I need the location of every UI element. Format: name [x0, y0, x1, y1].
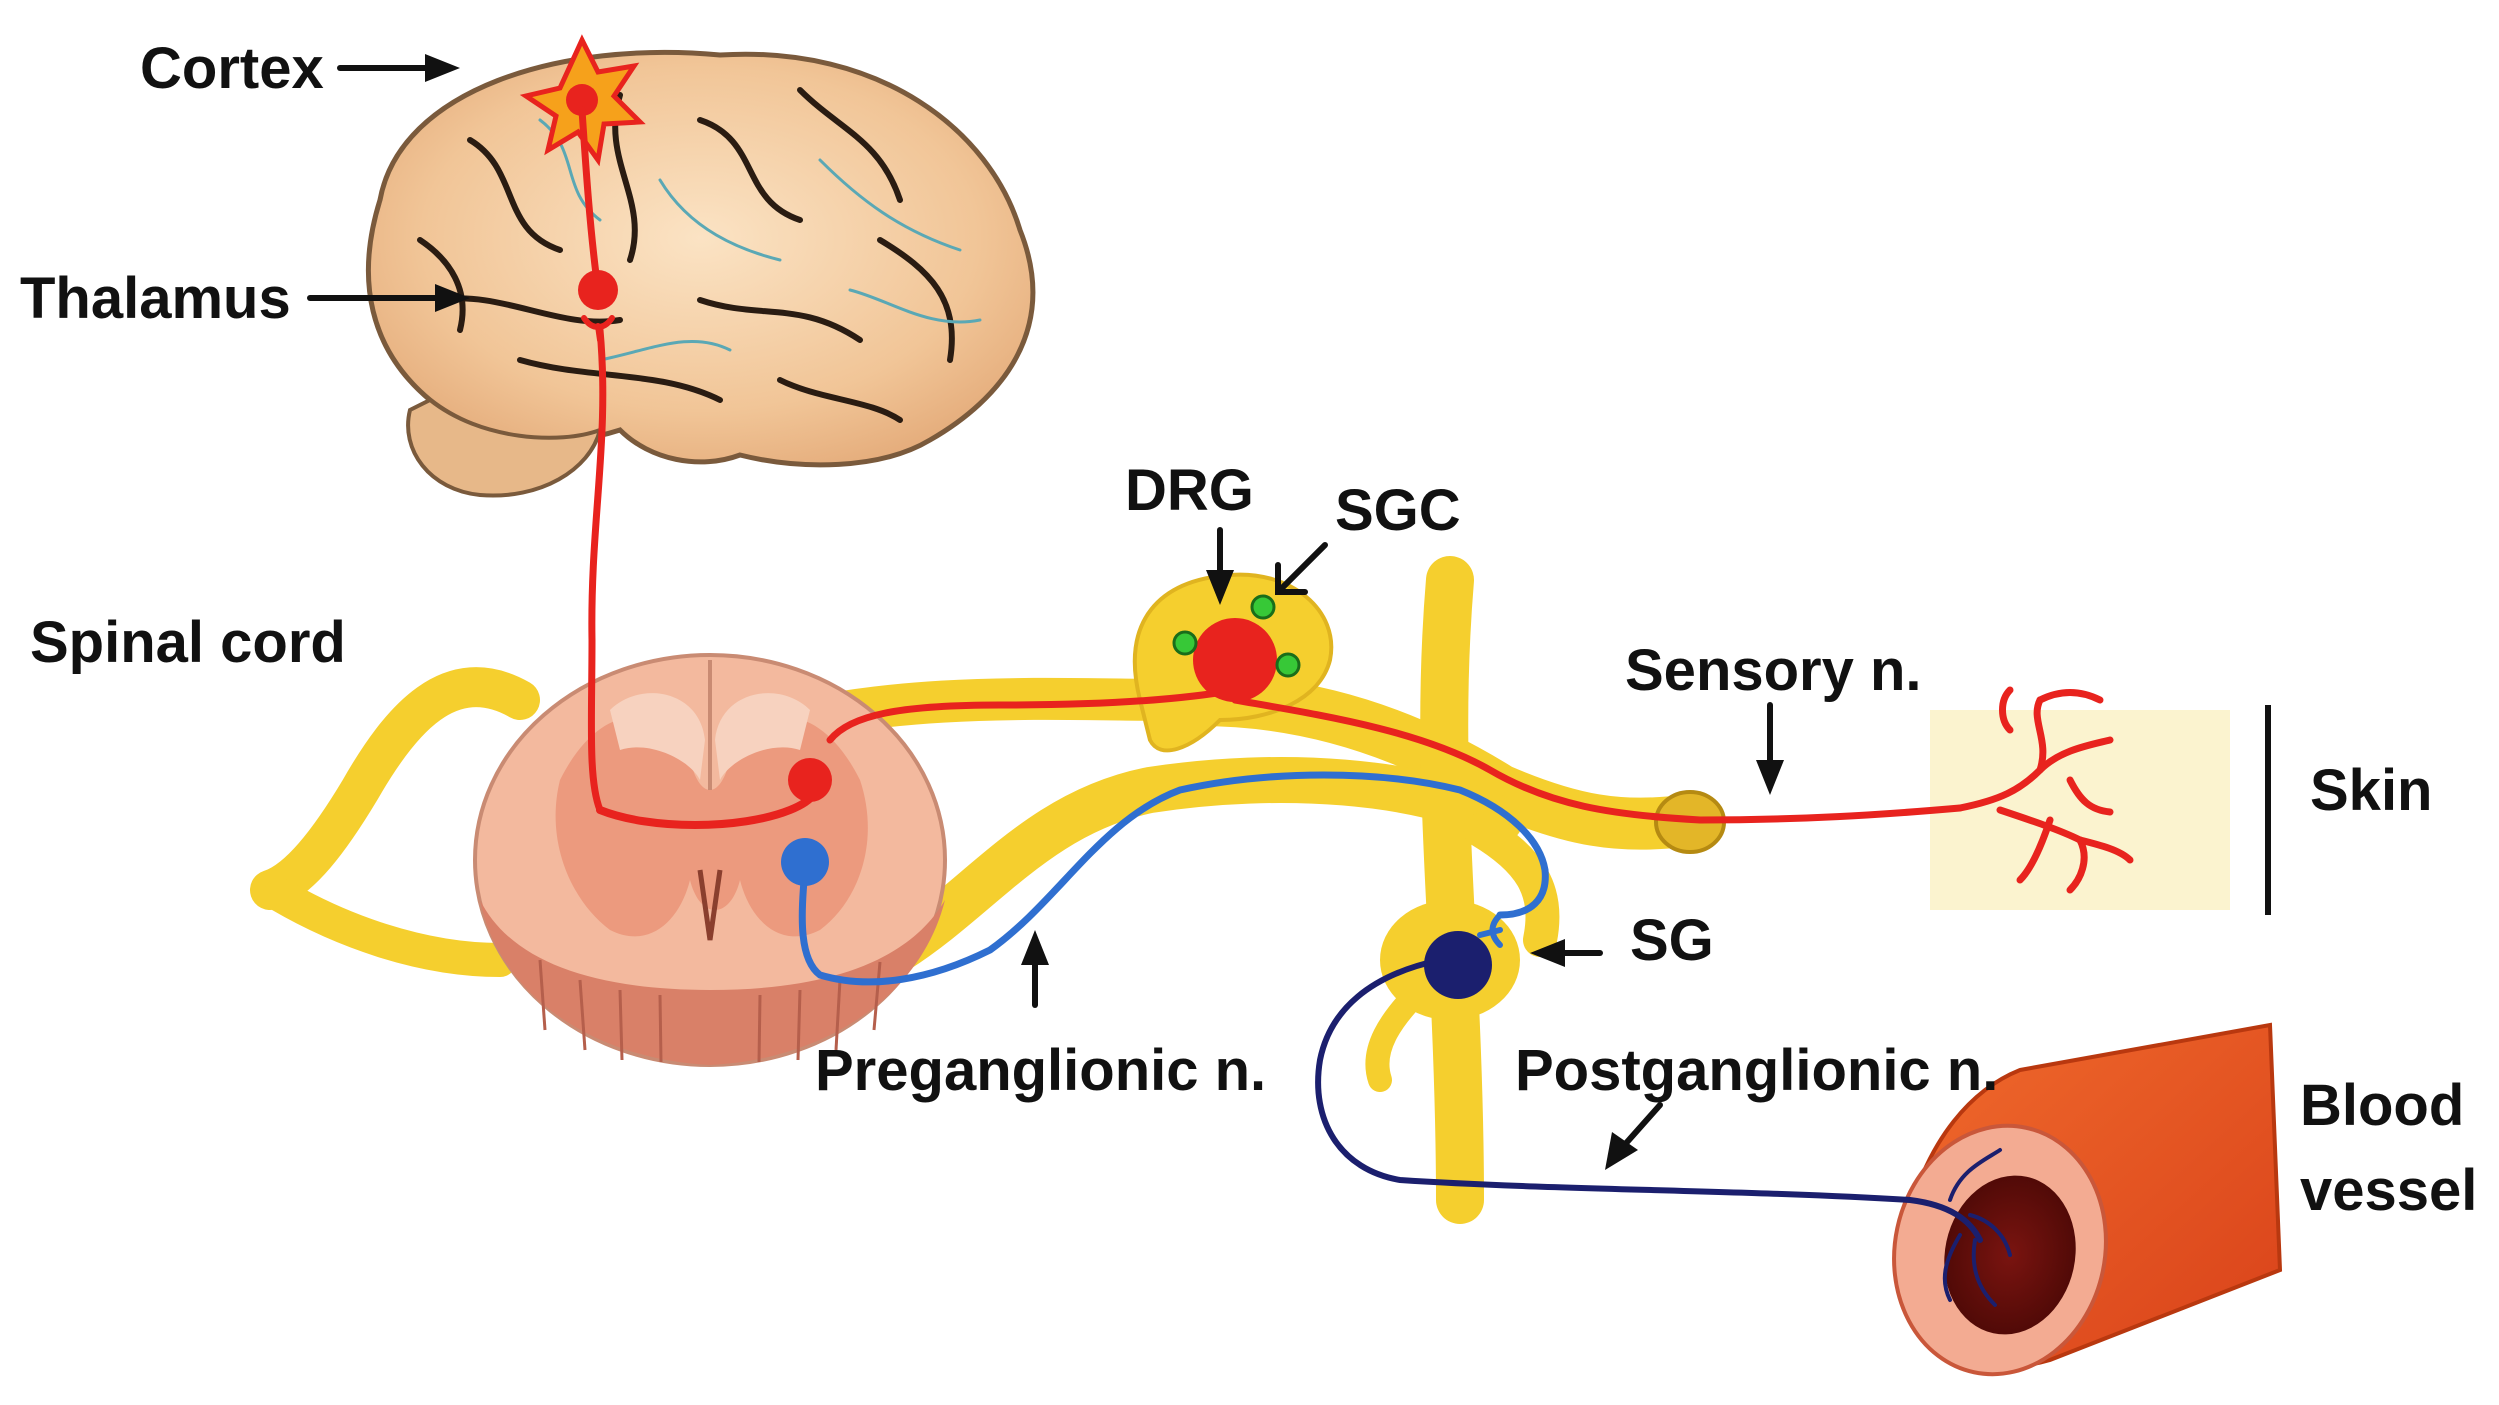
sensory-pathway — [578, 106, 1964, 829]
satellite-glial-cell — [1172, 630, 1198, 656]
postganglionic-pathway — [1315, 957, 2012, 1307]
spinal-cord-striations — [538, 959, 882, 1063]
preganglionic-neuron — [781, 838, 829, 886]
thalamus-neuron — [578, 270, 618, 310]
sgc-arrow — [1275, 542, 1328, 595]
central-afferent-branch — [826, 686, 1239, 744]
postganglionic-arrow — [1605, 1102, 1663, 1170]
label-postganglionic-n: Postganglionic n. — [1515, 1038, 1998, 1103]
preganglionic-pathway — [798, 771, 1549, 986]
sensory-n-arrow — [1756, 702, 1784, 795]
postganglionic-axon — [1315, 957, 1983, 1243]
label-sgc: SGC — [1335, 478, 1461, 543]
preganglionic-axon — [798, 771, 1549, 986]
label-skin: Skin — [2310, 758, 2433, 823]
pointer-arrows — [307, 54, 1784, 1170]
thalamus-arrow — [307, 284, 470, 312]
label-cortex: Cortex — [140, 36, 324, 101]
label-vessel: vessel — [2300, 1158, 2477, 1223]
drg-neuron — [1193, 618, 1277, 702]
drg-arrow — [1206, 527, 1234, 605]
brain-gyri — [417, 87, 955, 423]
satellite-glial-cell — [1275, 652, 1301, 678]
cerebrum — [365, 49, 1036, 468]
brain — [365, 49, 1036, 498]
label-sg: SG — [1630, 908, 1714, 973]
cortex-arrow — [337, 54, 460, 82]
spinal-cord-lower-band — [480, 900, 945, 1065]
sg-arrow — [1530, 939, 1603, 967]
label-sensory-n: Sensory n. — [1625, 638, 1922, 703]
thalamocortical-axon — [578, 106, 602, 294]
preganglionic-arrow — [1021, 930, 1049, 1008]
dorsal-horn-highlight — [610, 693, 705, 780]
label-thalamus: Thalamus — [20, 266, 291, 331]
dorsal-horn-neuron — [788, 758, 832, 802]
skin-nerve-endings — [1956, 686, 2134, 894]
sg-synapse — [1477, 912, 1503, 948]
sympathetic-chain — [1420, 556, 1484, 1224]
sympathetic-ganglion-neuron — [1424, 931, 1492, 999]
cerebellum — [406, 397, 603, 498]
label-blood: Blood — [2300, 1073, 2464, 1138]
label-spinal-cord: Spinal cord — [30, 610, 346, 675]
thalamus-synapse — [581, 315, 615, 343]
satellite-glial-cell — [1250, 594, 1276, 620]
cortex-neuron — [566, 84, 598, 116]
sg-branch — [1463, 813, 1560, 957]
left-ventral-root — [263, 878, 517, 977]
spinothalamic-tract — [587, 326, 607, 814]
vessel-nerve-endings — [1942, 1148, 2012, 1307]
left-spinal-nerve — [250, 667, 540, 910]
label-preganglionic-n: Preganglionic n. — [815, 1038, 1266, 1103]
peripheral-afferent-axon — [1231, 696, 1964, 824]
ventral-median-fissure — [697, 869, 723, 941]
dorsal-horn-highlight-right — [715, 693, 810, 780]
label-drg: DRG — [1125, 458, 1254, 523]
